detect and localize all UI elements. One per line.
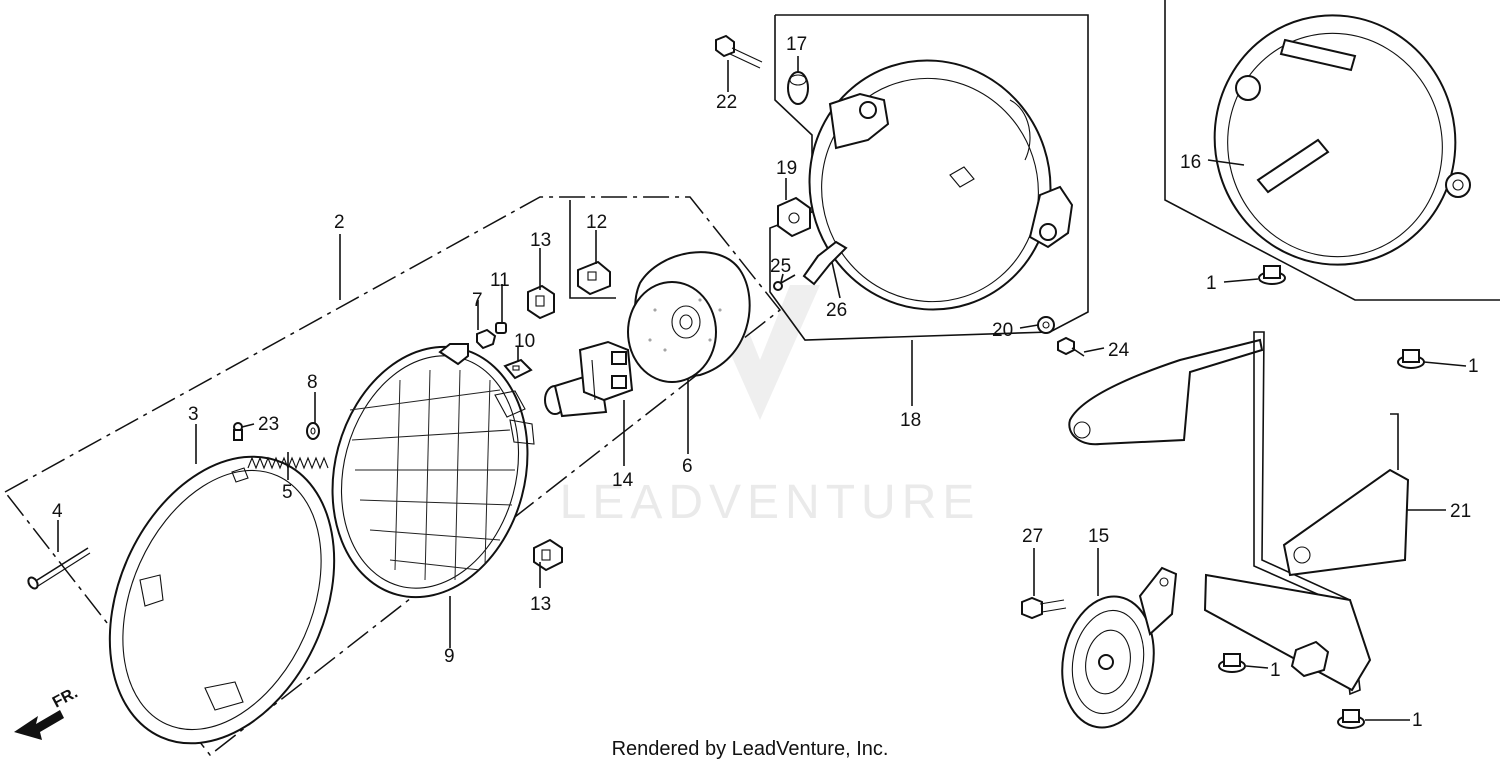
headlight-unit[interactable] <box>305 325 554 620</box>
callout-1: 1 <box>1270 660 1281 681</box>
callout-20: 20 <box>992 320 1013 341</box>
callout-8: 8 <box>307 372 318 393</box>
callout-3: 3 <box>188 404 199 425</box>
callout-12: 12 <box>586 212 607 233</box>
clip-13-lower[interactable] <box>533 538 563 572</box>
bolt-20[interactable] <box>1037 316 1055 334</box>
callout-13: 13 <box>530 594 551 615</box>
headlight-rim[interactable] <box>67 421 377 765</box>
bolt-24[interactable] <box>1057 336 1085 357</box>
socket-cover[interactable] <box>627 251 751 383</box>
callout-6: 6 <box>682 456 693 477</box>
clip-19[interactable] <box>777 196 811 238</box>
watermark: LEADVENTURE <box>560 285 981 529</box>
callout-23: 23 <box>258 414 279 435</box>
callout-14: 14 <box>612 470 634 491</box>
headlight-case-18[interactable] <box>777 29 1083 341</box>
callout-13: 13 <box>530 230 551 251</box>
bolt-22[interactable] <box>715 34 763 69</box>
clip-10[interactable] <box>503 358 533 380</box>
washer[interactable] <box>306 422 320 440</box>
nut-11[interactable] <box>495 322 507 334</box>
callout-2: 2 <box>334 212 345 233</box>
setting-nut-7[interactable] <box>476 328 497 350</box>
callout-24: 24 <box>1108 340 1130 361</box>
bolt-27[interactable] <box>1021 596 1067 620</box>
callout-1: 1 <box>1206 273 1217 294</box>
front-arrow-label: FR. <box>50 684 81 711</box>
callout-1: 1 <box>1412 710 1423 731</box>
clip-13-upper[interactable] <box>527 284 555 320</box>
grommet-1a[interactable] <box>1258 265 1286 285</box>
rim-screw[interactable] <box>26 547 91 590</box>
callout-25: 25 <box>770 256 791 277</box>
case-16-bracket <box>1164 0 1500 301</box>
callout-9: 9 <box>444 646 455 667</box>
callout-7: 7 <box>472 290 483 311</box>
callout-15: 15 <box>1088 526 1109 547</box>
headlight-bulb[interactable] <box>544 340 634 418</box>
grommet-1d[interactable] <box>1337 709 1365 729</box>
callout-19: 19 <box>776 158 797 179</box>
collar-17[interactable] <box>787 71 809 105</box>
grommet-1b[interactable] <box>1397 349 1425 369</box>
headlight-stay[interactable] <box>1068 331 1410 696</box>
leader-lines <box>57 56 1467 721</box>
clip-12[interactable] <box>577 260 611 296</box>
clip-12-bracket-line <box>569 200 616 299</box>
callout-22: 22 <box>716 92 737 113</box>
callout-4: 4 <box>52 501 63 522</box>
callout-17: 17 <box>786 34 807 55</box>
callout-27: 27 <box>1022 526 1043 547</box>
credit-text: Rendered by LeadVenture, Inc. <box>612 738 889 760</box>
headlight-case-16[interactable] <box>1187 0 1484 292</box>
watermark-text: LEADVENTURE <box>560 476 981 529</box>
callout-16: 16 <box>1180 152 1201 173</box>
callout-10: 10 <box>514 331 535 352</box>
callout-21: 21 <box>1450 501 1471 522</box>
callout-18: 18 <box>900 410 921 431</box>
callout-1: 1 <box>1468 356 1479 377</box>
bracket-26[interactable] <box>802 240 848 286</box>
adjusting-screw[interactable] <box>233 422 243 441</box>
callout-26: 26 <box>826 300 847 321</box>
horn[interactable] <box>1052 566 1178 735</box>
grommet-1c[interactable] <box>1218 653 1246 673</box>
screw-25[interactable] <box>773 274 796 291</box>
callout-labels: 1 1 1 1 2 3 4 5 6 7 8 9 10 11 12 13 13 1… <box>52 34 1479 731</box>
callout-5: 5 <box>282 482 293 503</box>
case-group-bracket <box>769 14 1089 341</box>
callout-11: 11 <box>490 270 510 291</box>
front-arrow: FR. <box>14 684 81 740</box>
